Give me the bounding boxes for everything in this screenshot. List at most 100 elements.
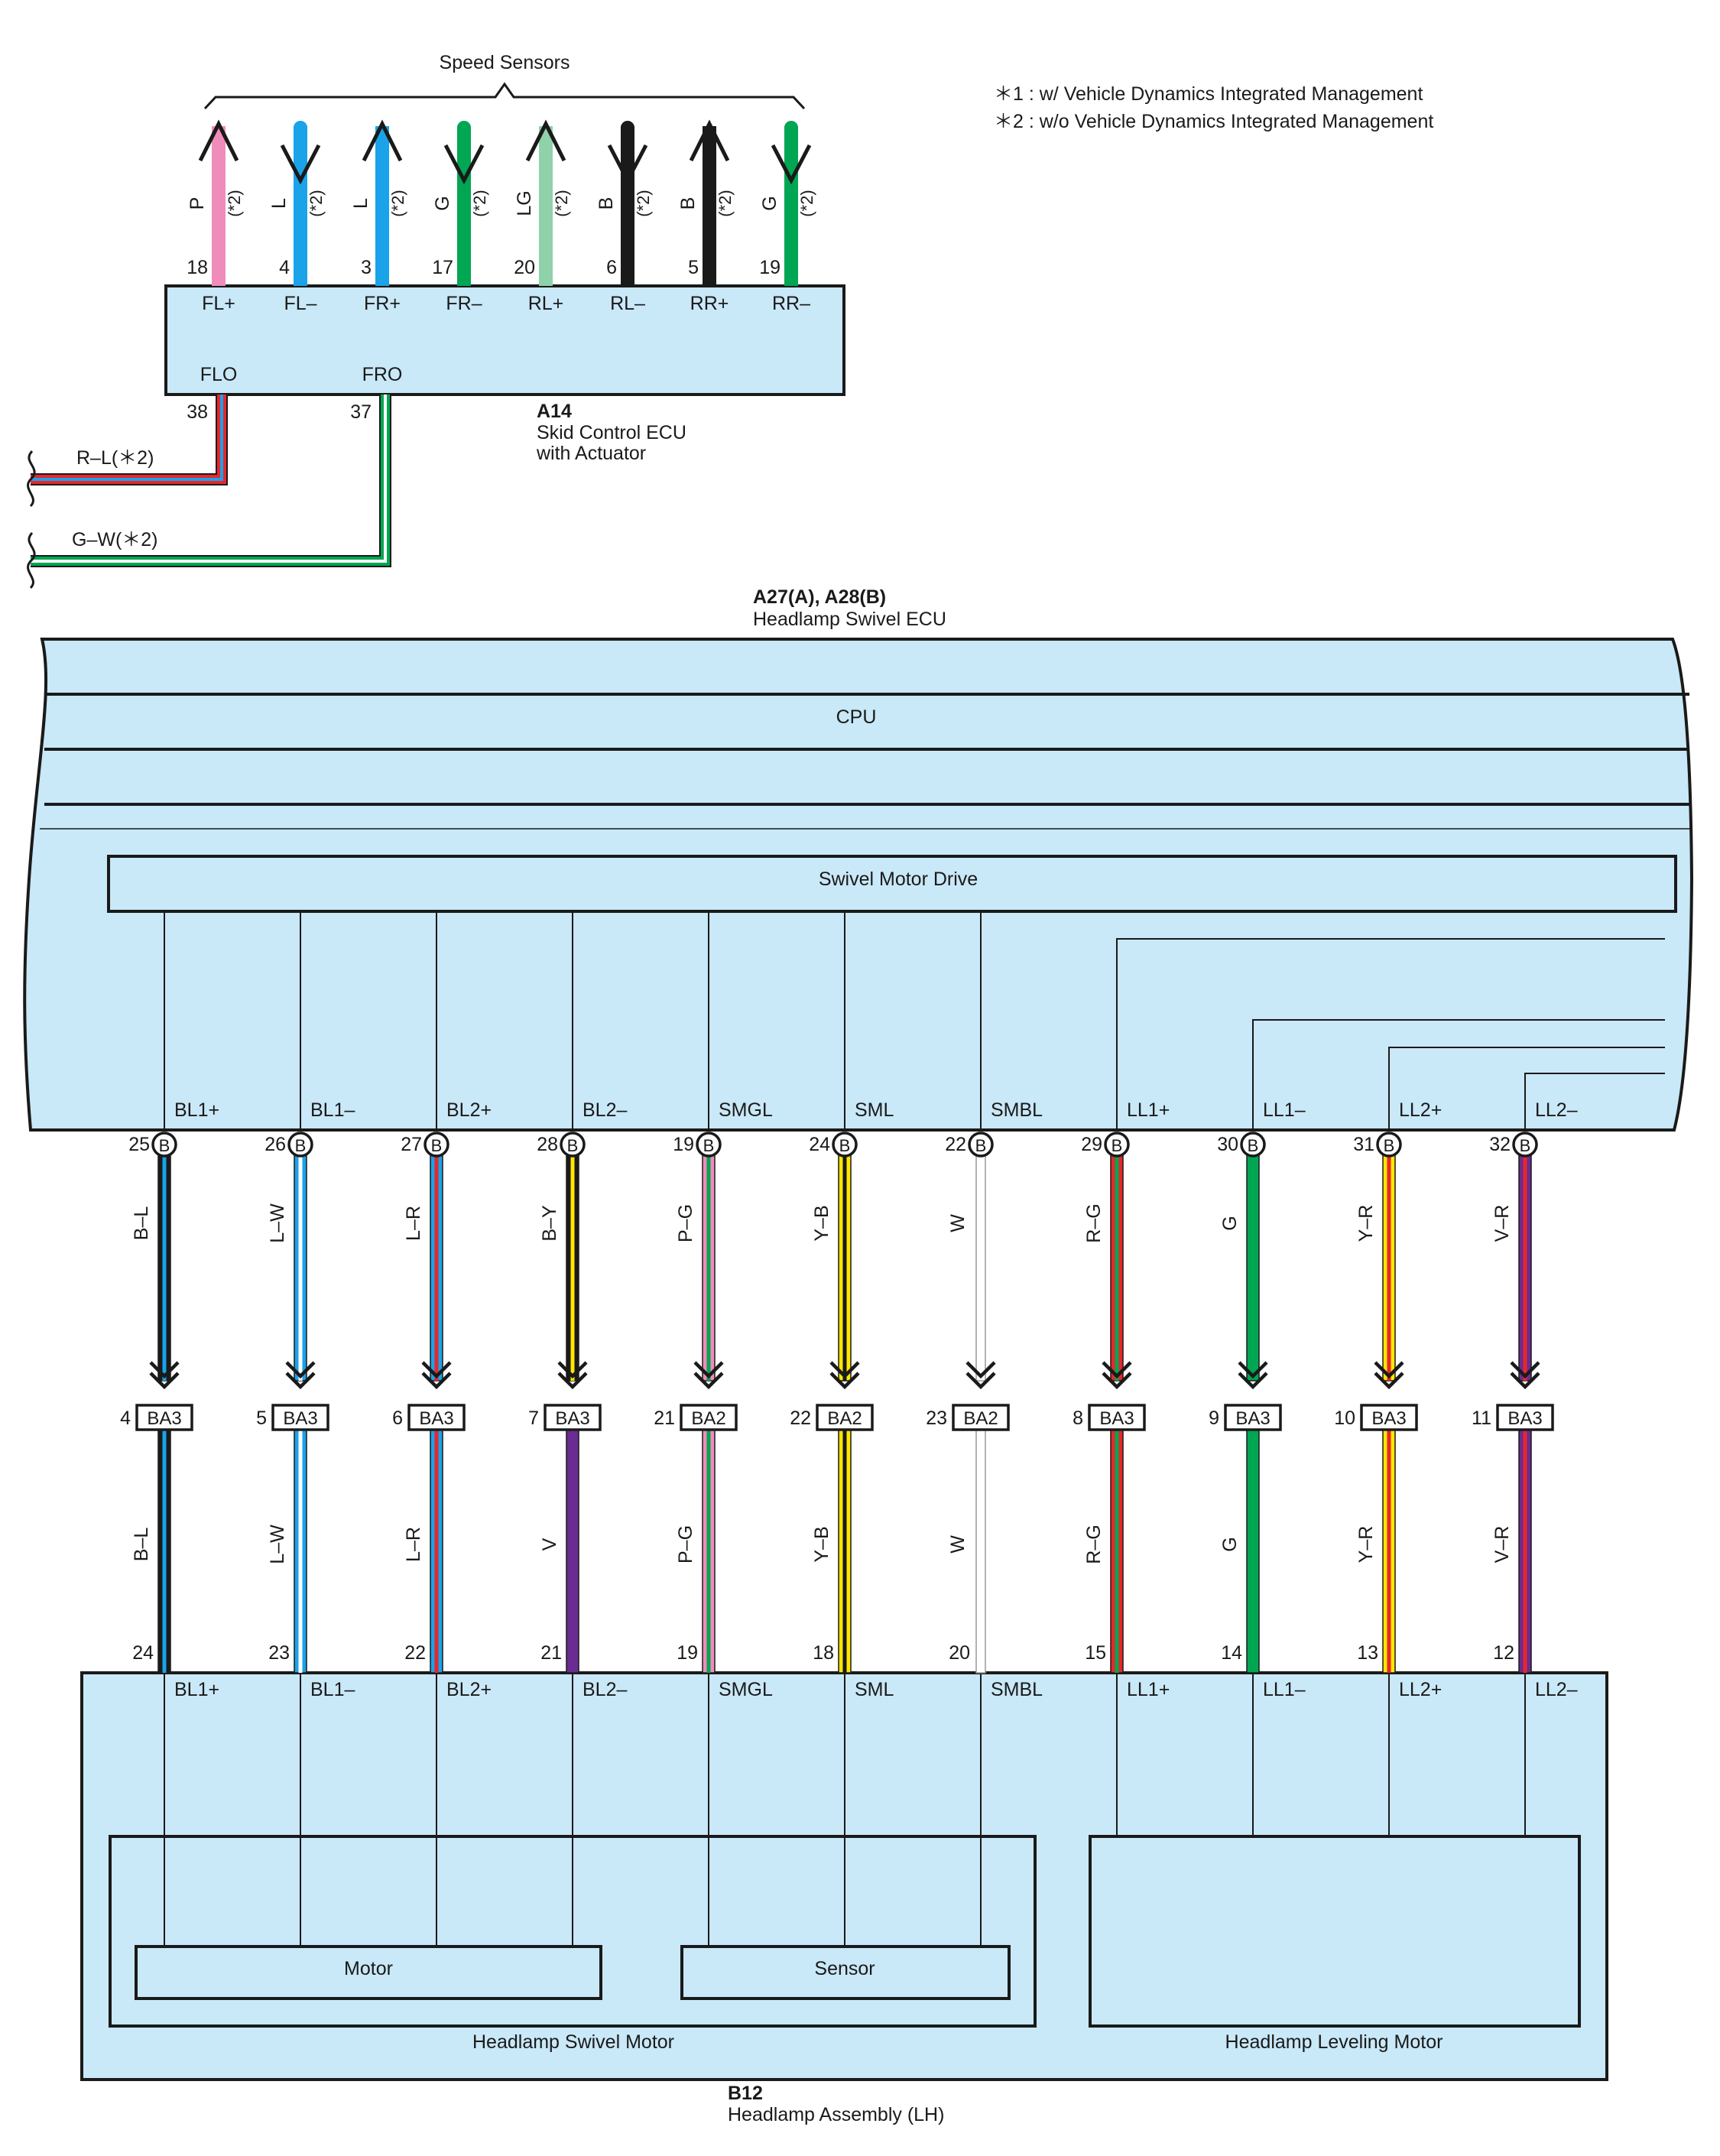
speed-sensor-signal: RR– <box>772 293 810 314</box>
ecu-signal-label: LL2+ <box>1399 1099 1442 1121</box>
wire-upper <box>702 1154 716 1382</box>
junction-connector-box <box>1496 1404 1554 1431</box>
speed-sensor-wire-code: G <box>432 196 453 210</box>
speed-sensor-signal: FL+ <box>202 293 235 314</box>
junction-connector-box <box>952 1404 1010 1431</box>
headlamp-name: Headlamp Assembly (LH) <box>728 2104 944 2125</box>
wire-code-upper: Y–B <box>811 1205 832 1241</box>
arrow-down-icon <box>607 144 648 185</box>
headlamp-pin-number: 19 <box>677 1642 698 1664</box>
wire-upper <box>1110 1154 1124 1382</box>
connector-letter: B <box>1248 1136 1259 1155</box>
wire-lower <box>1110 1429 1124 1674</box>
junction-chevron-icon <box>285 1361 316 1390</box>
ecu-signal-label: BL1– <box>310 1099 355 1121</box>
junction-connector-code: BA3 <box>419 1408 453 1429</box>
connector-circle-icon <box>424 1132 449 1158</box>
junction-chevron-icon <box>149 1361 180 1390</box>
connector-letter: B <box>703 1136 715 1155</box>
wire-code-lower: G <box>1219 1537 1241 1551</box>
wire-break-icon <box>27 531 36 589</box>
headlamp-signal-label: LL2– <box>1535 1679 1578 1700</box>
wire-code-upper: L–W <box>267 1203 288 1243</box>
wire-code-lower: P–G <box>675 1525 696 1563</box>
wire-r-l-label: R–L(＊2) <box>76 447 154 469</box>
speed-sensor-pin: 6 <box>606 257 617 278</box>
wire-break-icon <box>27 450 36 508</box>
junction-connector-code: BA2 <box>963 1408 998 1429</box>
headlamp-signal-label: LL1– <box>1263 1679 1306 1700</box>
wire-code-upper: R–G <box>1083 1203 1105 1242</box>
connector-circle-icon <box>1512 1132 1538 1158</box>
headlamp-signal-label: SML <box>855 1679 894 1700</box>
junction-connector-code: BA3 <box>555 1408 589 1429</box>
wire-code-upper: P–G <box>675 1204 696 1242</box>
wire-lower <box>157 1429 171 1674</box>
junction-connector-box <box>135 1404 193 1431</box>
headlamp-signal-label: BL2– <box>583 1679 627 1700</box>
swivel-motor-drive-label: Swivel Motor Drive <box>819 869 978 890</box>
connector-circle-icon <box>1240 1132 1266 1158</box>
speed-sensor-wire-code: LG <box>514 190 535 216</box>
leveling-motor-label: Headlamp Leveling Motor <box>1225 2031 1443 2053</box>
junction-pin-number: 10 <box>1334 1408 1355 1429</box>
skid-ecu-name-1: Skid Control ECU <box>537 422 686 443</box>
speed-sensor-pin: 3 <box>361 257 372 278</box>
junction-connector-code: BA3 <box>1099 1408 1134 1429</box>
junction-connector-code: BA2 <box>691 1408 725 1429</box>
wire-lower <box>702 1429 716 1674</box>
junction-pin-number: 9 <box>1209 1408 1219 1429</box>
ecu-pin-number: 24 <box>809 1134 830 1155</box>
junction-chevron-icon <box>965 1361 996 1390</box>
speed-sensors-bracket <box>203 82 806 110</box>
headlamp-signal-label: BL2+ <box>446 1679 492 1700</box>
connector-letter: B <box>431 1136 443 1155</box>
wire-code-upper: B–Y <box>539 1205 560 1242</box>
connector-letter: B <box>295 1136 307 1155</box>
headlamp-pin-number: 21 <box>540 1642 562 1664</box>
connector-circle-icon <box>696 1132 722 1158</box>
speed-sensor-wire-6: B(*2)5RR+ <box>677 119 735 314</box>
speed-sensor-wire-code: B <box>677 197 699 210</box>
ecu-signal-label: SMBL <box>991 1099 1043 1121</box>
junction-chevron-icon <box>1238 1361 1268 1390</box>
wire-r-l: R–L(＊2) <box>27 395 228 508</box>
junction-pin-number: 6 <box>392 1408 403 1429</box>
junction-connector-code: BA3 <box>283 1408 317 1429</box>
ecu-pin-number: 27 <box>401 1134 422 1155</box>
skid-ecu-name-2: with Actuator <box>536 443 646 464</box>
wire-lower <box>430 1429 443 1674</box>
speed-sensor-signal: FL– <box>284 293 316 314</box>
headlamp-signal-label: BL1+ <box>174 1679 219 1700</box>
junction-connector-box <box>407 1404 466 1431</box>
connector-circle-icon <box>832 1132 858 1158</box>
ecu-signal-label: BL2– <box>583 1099 627 1121</box>
wire-lower <box>838 1429 852 1674</box>
speed-sensor-wire-1: L(*2)4FL– <box>268 121 326 314</box>
speed-sensor-signal: RR+ <box>690 293 729 314</box>
ecu-internal-line <box>1116 938 1665 1130</box>
wire-code-upper: L–R <box>403 1206 424 1241</box>
speed-sensor-wire-note: (*2) <box>225 190 244 216</box>
wire-code-lower: L–R <box>403 1527 424 1562</box>
connector-letter: B <box>1384 1136 1395 1155</box>
connector-letter: B <box>1520 1136 1531 1155</box>
junction-chevron-icon <box>557 1361 588 1390</box>
sensor-label: Sensor <box>814 1958 875 1979</box>
note-2: ＊2 : w/o Vehicle Dynamics Integrated Man… <box>994 111 1433 132</box>
arrow-down-icon <box>280 144 321 185</box>
speed-sensor-signal: FR– <box>446 293 482 314</box>
speed-sensor-signal: FR+ <box>364 293 401 314</box>
junction-connector-code: BA3 <box>1507 1408 1542 1429</box>
connector-letter: B <box>839 1136 851 1155</box>
motor-label: Motor <box>344 1958 393 1979</box>
speed-sensor-pin: 5 <box>688 257 699 278</box>
skid-output-flo-label: FLO <box>200 364 238 385</box>
